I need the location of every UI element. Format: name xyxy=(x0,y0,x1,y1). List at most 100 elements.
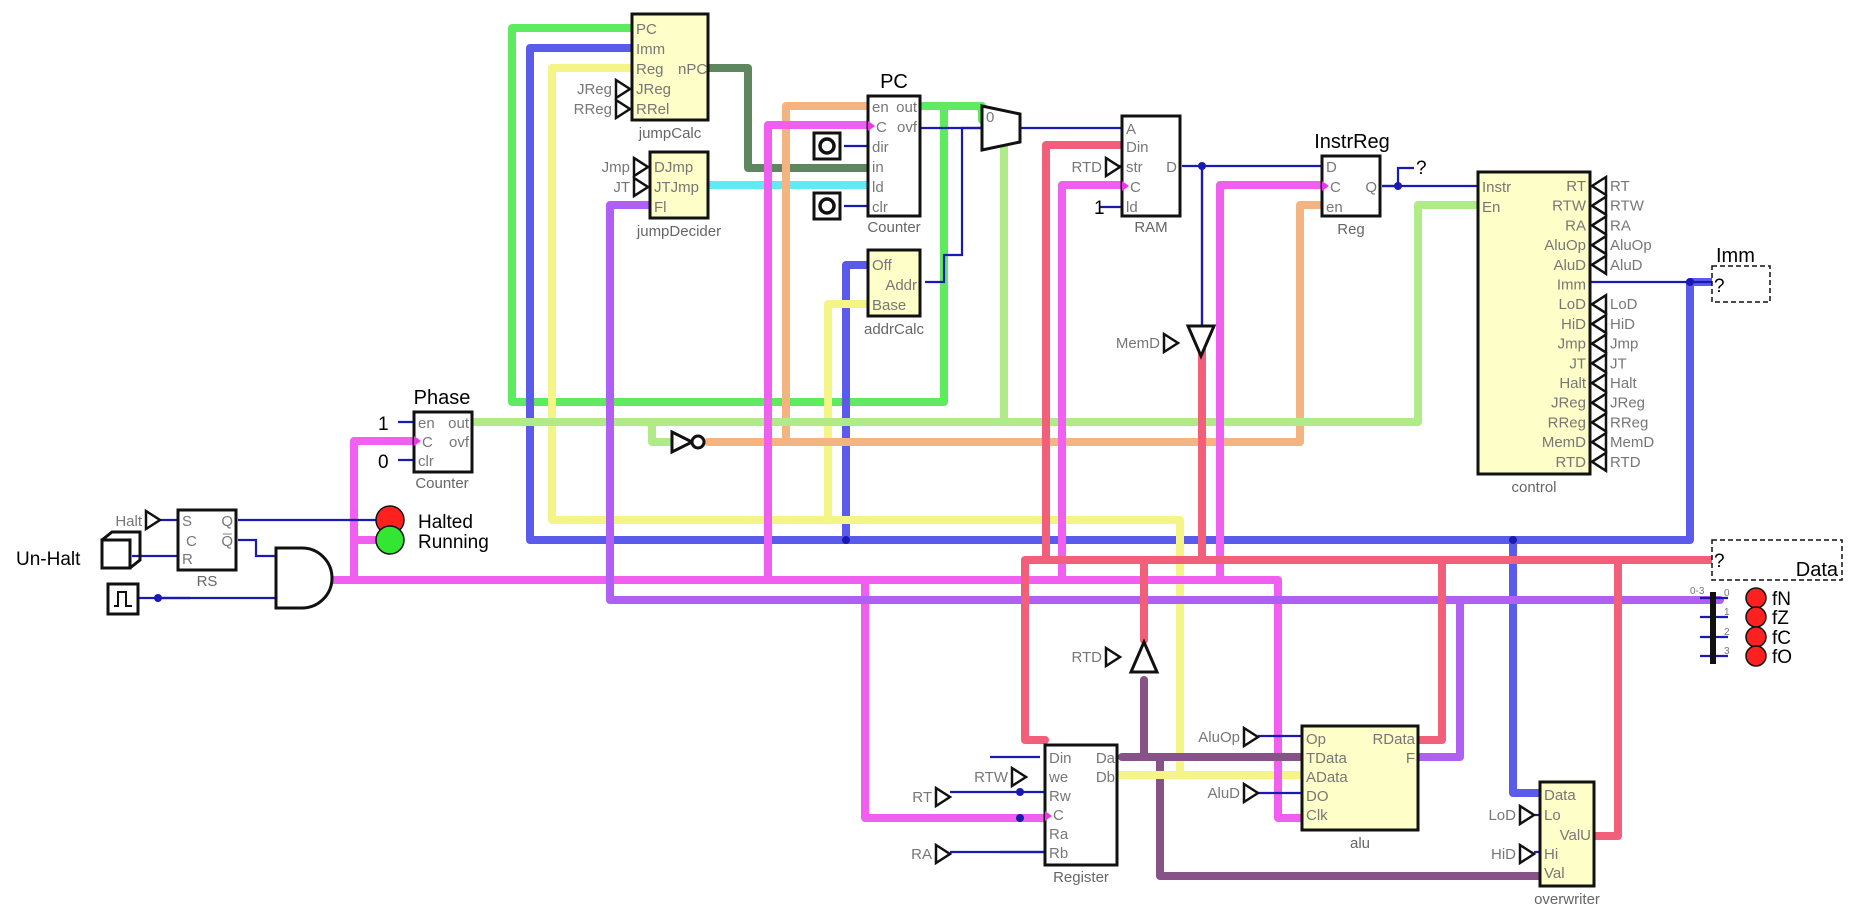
tunnel-jt: JT xyxy=(613,179,630,196)
pin-rrel: RRel xyxy=(636,101,669,118)
control-tunnel-aluop-icon xyxy=(1589,233,1608,257)
memd-driver: MemD xyxy=(1116,324,1217,360)
pin-base: Base xyxy=(872,297,906,314)
pin-a: A xyxy=(1126,121,1136,138)
tunnel-ra-icon xyxy=(934,842,953,866)
tunnel-rtw: RTW xyxy=(974,769,1009,786)
pc-counter-label: Counter xyxy=(867,219,920,236)
pin-lo: Lo xyxy=(1544,807,1561,824)
register-component[interactable]: Din we Rw C Ra Rb Da Db Register RTW RT … xyxy=(911,743,1119,886)
tunnel-lod-icon xyxy=(1518,803,1537,827)
control-pin-jmp: Jmp xyxy=(1558,336,1586,353)
halted-label: Halted xyxy=(418,512,473,533)
phase-counter-component[interactable]: Phase en C clr out ovf Counter 1 0 xyxy=(378,387,474,492)
instrreg-component[interactable]: InstrReg D C en Q Reg ? xyxy=(1314,131,1426,238)
control-pin-rt: RT xyxy=(1566,178,1586,195)
data-title: Data xyxy=(1796,559,1839,581)
ram-component[interactable]: A Din str C ld D RAM RTD 1 xyxy=(1071,114,1182,236)
data-probe: ? Data xyxy=(1711,539,1843,581)
wire-blue-data xyxy=(1509,536,1544,797)
pin-c: C xyxy=(422,434,433,451)
wire-magenta-b xyxy=(1058,181,1126,584)
flag-o-led xyxy=(1745,645,1767,667)
and-gate[interactable] xyxy=(274,546,334,610)
phase-title: Phase xyxy=(414,387,471,409)
pin-d: D xyxy=(1326,159,1337,176)
dir-button-icon[interactable] xyxy=(812,131,842,161)
control-pin-memd: MemD xyxy=(1542,434,1586,451)
tunnel-hid: HiD xyxy=(1491,846,1516,863)
flag-c-label: fC xyxy=(1772,628,1791,649)
wire-darkgreen-npc xyxy=(704,64,872,172)
control-tunnel-jreg-icon xyxy=(1589,391,1608,414)
pin-c: C xyxy=(876,119,887,136)
pin-d: D xyxy=(1166,159,1177,176)
instrreg-label: Reg xyxy=(1337,221,1365,238)
pin-din: Din xyxy=(1126,139,1149,156)
instr-probe: ? xyxy=(1416,158,1427,179)
control-tunnel-ra: RA xyxy=(1610,217,1631,234)
overwriter-component[interactable]: Data Lo ValU Hi Val overwriter LoD HiD xyxy=(1488,780,1600,908)
control-tunnel-halt-icon xyxy=(1589,371,1608,395)
pin-tdata: TData xyxy=(1306,750,1348,767)
pin-clr: clr xyxy=(872,199,888,216)
tunnel-halt-icon xyxy=(144,508,163,532)
pin-c: C xyxy=(1053,807,1064,824)
pin-instr: Instr xyxy=(1482,179,1511,196)
control-pin-imm: Imm xyxy=(1557,277,1586,294)
wire-magenta-e xyxy=(350,437,416,584)
pin-qbar: Q̅ xyxy=(221,533,233,550)
tunnel-jreg: JReg xyxy=(577,81,612,98)
un-halt-button[interactable]: Un-Halt xyxy=(16,530,142,570)
tunnel-rt-icon xyxy=(934,785,953,809)
jumpcalc-label: jumpCalc xyxy=(638,125,702,142)
control-tunnel-jt: JT xyxy=(1610,355,1627,372)
pin-en: en xyxy=(418,415,435,432)
address-mux[interactable]: 0 xyxy=(980,104,1022,152)
clr-button-icon[interactable] xyxy=(812,191,842,221)
pin-pc: PC xyxy=(636,21,657,38)
tunnel-jmp-icon xyxy=(632,155,651,179)
pin-db: Db xyxy=(1096,769,1115,786)
tunnel-alud-icon xyxy=(1242,781,1261,805)
data-value: ? xyxy=(1714,551,1725,572)
clock-source[interactable] xyxy=(106,582,140,616)
addrcalc-label: addrCalc xyxy=(864,321,925,338)
rs-flipflop-component[interactable]: S C R Q Q̅ RS Halt xyxy=(115,508,238,590)
tunnel-hid-icon xyxy=(1518,842,1537,866)
jumpdecider-component[interactable]: DJmp JTJmp Fl jumpDecider Jmp JT xyxy=(602,150,721,240)
status-leds: Halted Running xyxy=(375,505,489,555)
control-tunnel-memd-icon xyxy=(1589,430,1608,454)
control-tunnel-alud: AluD xyxy=(1610,257,1643,274)
pin-f: F xyxy=(1406,750,1415,767)
not-gate[interactable] xyxy=(670,429,706,455)
tunnel-jmp: Jmp xyxy=(602,159,630,176)
jumpcalc-component[interactable]: PC Imm Reg JReg RRel nPC jumpCalc JReg R… xyxy=(574,12,710,142)
clock-icon xyxy=(106,582,140,616)
wire-purple-fl xyxy=(606,201,1724,604)
tunnel-aluop: AluOp xyxy=(1198,729,1240,746)
jumpdecider-label: jumpDecider xyxy=(636,223,721,240)
control-tunnel-rtd: RTD xyxy=(1610,454,1641,471)
wire-magenta-c xyxy=(1216,181,1326,584)
addrcalc-component[interactable]: Off Addr Base addrCalc xyxy=(864,248,925,338)
tunnel-alud: AluD xyxy=(1207,785,1240,802)
wire-magenta-d xyxy=(861,576,1049,822)
flag-bit-1: 1 xyxy=(1724,607,1730,618)
pin-out: out xyxy=(896,99,918,116)
pin-addr: Addr xyxy=(885,277,917,294)
wire-purple-f xyxy=(1414,596,1464,761)
pin-en: En xyxy=(1482,199,1500,216)
wire-orange xyxy=(782,102,1326,446)
control-pin-rtd: RTD xyxy=(1555,454,1586,471)
alu-component[interactable]: Op TData AData DO Clk RData F alu AluOp … xyxy=(1198,724,1420,852)
imm-probe: Imm ? xyxy=(1711,245,1771,303)
control-tunnel-rt: RT xyxy=(1610,178,1630,195)
pin-r: R xyxy=(182,551,193,568)
flag-bit-3: 3 xyxy=(1724,646,1730,657)
control-tunnel-rreg: RReg xyxy=(1610,414,1648,431)
control-tunnel-rtd-icon xyxy=(1589,450,1608,474)
clock-pin-icon xyxy=(868,121,875,131)
pc-counter-component[interactable]: PC en C dir in ld clr out ovf Counter xyxy=(812,71,922,236)
